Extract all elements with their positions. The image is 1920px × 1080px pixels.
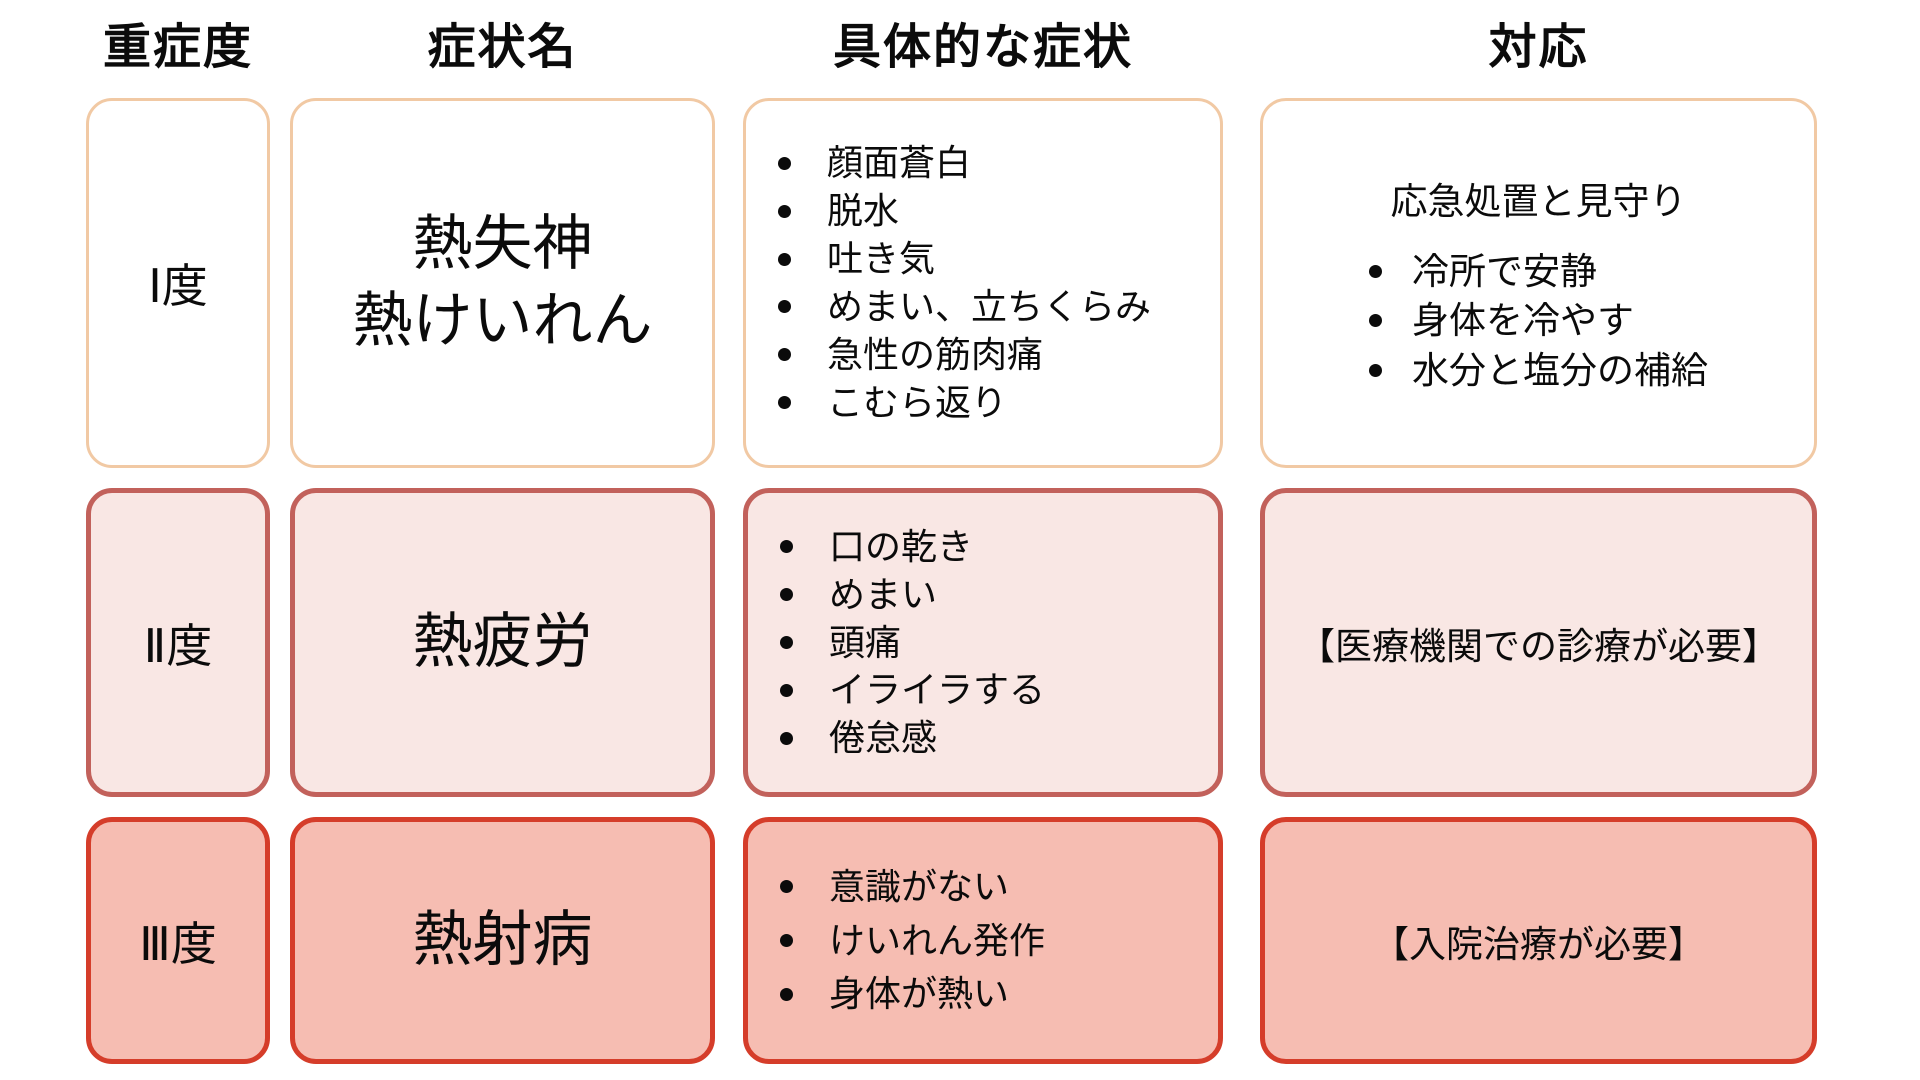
- response-item: 冷所で安静: [1369, 247, 1708, 296]
- symptom-list: 口の乾き めまい 頭痛 イライラする 倦怠感: [748, 523, 1045, 762]
- bullet-icon: [1369, 363, 1382, 377]
- symptom-list: 顔面蒼白 脱水 吐き気 めまい、立ちくらみ 急性の筋肉痛 こむら返り: [746, 139, 1151, 426]
- response-cell-grade3: 【入院治療が必要】: [1260, 817, 1817, 1064]
- symptom-item: こむら返り: [778, 379, 1151, 427]
- column-header-severity: 重症度: [102, 21, 253, 74]
- severity-cell-grade1: Ⅰ度: [86, 98, 270, 468]
- bullet-icon: [778, 252, 791, 266]
- column-header-symptom-name: 症状名: [427, 21, 578, 74]
- response-heading: 応急処置と見守り: [1390, 181, 1687, 223]
- symptom-name-line: 熱失神: [412, 210, 593, 278]
- bullet-icon: [780, 683, 793, 697]
- bullet-icon: [1369, 265, 1382, 279]
- symptoms-cell-grade1: 顔面蒼白 脱水 吐き気 めまい、立ちくらみ 急性の筋肉痛 こむら返り: [743, 98, 1223, 468]
- symptom-item: 倦怠感: [780, 714, 1045, 762]
- symptom-item: 身体が熱い: [780, 970, 1045, 1018]
- symptom-name-cell-grade1: 熱失神 熱けいれん: [290, 98, 715, 468]
- response-note: 【医療機関での診療が必要】: [1298, 625, 1779, 667]
- response-note: 【入院治療が必要】: [1372, 923, 1705, 965]
- response-item: 身体を冷やす: [1369, 296, 1708, 345]
- symptom-item: イライラする: [780, 666, 1045, 714]
- symptom-item: めまい、立ちくらみ: [778, 283, 1151, 331]
- symptom-item: 頭痛: [780, 619, 1045, 667]
- symptom-item: 急性の筋肉痛: [778, 331, 1151, 379]
- bullet-icon: [780, 636, 793, 649]
- column-header-specific-symptoms: 具体的な症状: [832, 21, 1133, 74]
- symptom-list: 意識がない けいれん発作 身体が熱い: [748, 857, 1045, 1025]
- symptom-item: 脱水: [778, 187, 1151, 235]
- response-item: 水分と塩分の補給: [1369, 346, 1708, 395]
- symptom-item: めまい: [780, 571, 1045, 619]
- bullet-icon: [778, 396, 791, 410]
- bullet-icon: [778, 300, 791, 314]
- severity-cell-grade3: Ⅲ度: [86, 817, 270, 1064]
- symptom-name-cell-grade2: 熱疲労: [290, 488, 715, 797]
- symptom-item: 吐き気: [778, 235, 1151, 283]
- symptom-item: けいれん発作: [780, 917, 1045, 965]
- bullet-icon: [780, 588, 793, 602]
- bullet-icon: [778, 156, 791, 170]
- response-cell-grade1: 応急処置と見守り 冷所で安静 身体を冷やす 水分と塩分の補給: [1260, 98, 1817, 468]
- symptoms-cell-grade3: 意識がない けいれん発作 身体が熱い: [743, 817, 1223, 1064]
- severity-label: Ⅰ度: [148, 260, 208, 312]
- symptom-name-line: 熱疲労: [412, 608, 593, 676]
- symptoms-cell-grade2: 口の乾き めまい 頭痛 イライラする 倦怠感: [743, 488, 1223, 797]
- symptom-name-cell-grade3: 熱射病: [290, 817, 715, 1064]
- bullet-icon: [780, 731, 793, 745]
- bullet-icon: [1369, 314, 1382, 328]
- bullet-icon: [780, 987, 793, 1001]
- bullet-icon: [780, 934, 793, 947]
- symptom-item: 口の乾き: [780, 523, 1045, 571]
- symptom-item: 顔面蒼白: [778, 139, 1151, 187]
- bullet-icon: [778, 204, 791, 218]
- response-cell-grade2: 【医療機関での診療が必要】: [1260, 488, 1817, 797]
- severity-label: Ⅱ度: [143, 619, 213, 672]
- bullet-icon: [780, 540, 793, 554]
- severity-cell-grade2: Ⅱ度: [86, 488, 270, 797]
- response-list: 冷所で安静 身体を冷やす 水分と塩分の補給: [1369, 247, 1708, 395]
- column-header-response: 対応: [1488, 21, 1589, 74]
- bullet-icon: [778, 348, 791, 362]
- severity-label: Ⅲ度: [139, 917, 217, 970]
- bullet-icon: [780, 880, 793, 894]
- symptom-item: 意識がない: [780, 863, 1045, 911]
- symptom-name-line: 熱射病: [412, 906, 593, 974]
- symptom-name-line: 熱けいれん: [352, 287, 653, 354]
